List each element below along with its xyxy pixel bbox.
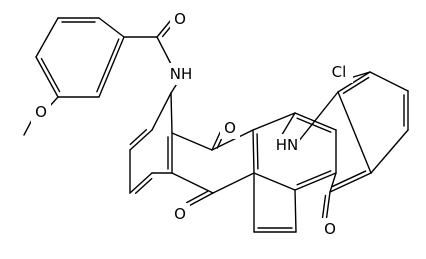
double-bond-line: [185, 190, 209, 204]
double-bond-line: [296, 117, 332, 133]
bond: [337, 91, 372, 174]
bond: [151, 92, 172, 131]
atom-label-chlorine: Cl: [332, 63, 347, 81]
double-bond-line: [296, 170, 332, 186]
atom-label-carbonyl-oxygen-left: O: [174, 205, 186, 223]
bond: [171, 172, 214, 194]
atom-label-mask: [327, 61, 353, 83]
bond: [170, 92, 173, 134]
bond: [279, 112, 296, 139]
atom-label-carbonyl-oxygen-right: O: [324, 220, 336, 238]
bond: [171, 132, 213, 151]
bond: [98, 17, 125, 38]
double-bond-line: [96, 38, 120, 93]
bond: [253, 172, 296, 191]
bond: [212, 172, 255, 194]
double-bond-line: [331, 170, 367, 188]
bond: [252, 129, 255, 174]
double-bond-line: [342, 76, 370, 94]
double-bond-line: [129, 129, 148, 146]
atom-label-carbonyl-oxygen-top: O: [224, 119, 236, 137]
atom-label-mask: [170, 8, 190, 30]
double-bond-line: [256, 133, 259, 170]
bond: [369, 71, 409, 92]
bond-lines: [23, 13, 409, 233]
bond: [297, 91, 339, 143]
atom-label-mask: [274, 134, 300, 156]
bond: [211, 129, 254, 151]
bond: [329, 172, 372, 193]
bond: [349, 71, 371, 79]
bond: [98, 36, 125, 98]
bond: [252, 112, 296, 131]
atom-label-mask: [220, 117, 240, 139]
bond: [294, 189, 297, 233]
double-bond-line: [321, 194, 327, 219]
atom-label-amide-nitrogen: NH: [170, 65, 193, 83]
bond: [294, 112, 337, 131]
bond: [156, 36, 173, 67]
bond: [35, 17, 59, 58]
bond: [337, 71, 371, 93]
atom-label-mask: [169, 63, 193, 85]
bond: [129, 129, 153, 151]
bond: [370, 129, 409, 174]
atom-label-mask: [170, 203, 190, 225]
atom-label-ring-nitrogen: HN: [276, 136, 299, 154]
atom-labels: O NH O O HN Cl O O: [31, 8, 353, 240]
bond: [329, 172, 337, 193]
double-bond-line: [40, 57, 61, 93]
bond: [35, 56, 59, 98]
double-bond-line: [134, 177, 153, 194]
atom-label-ether-oxygen: O: [35, 103, 47, 121]
bond: [294, 172, 337, 191]
atom-label-mask: [320, 218, 340, 240]
bond: [129, 172, 153, 194]
atom-label-carbonyl-oxygen-amide: O: [174, 10, 186, 28]
bond: [325, 191, 331, 223]
atom-label-mask: [31, 101, 51, 123]
